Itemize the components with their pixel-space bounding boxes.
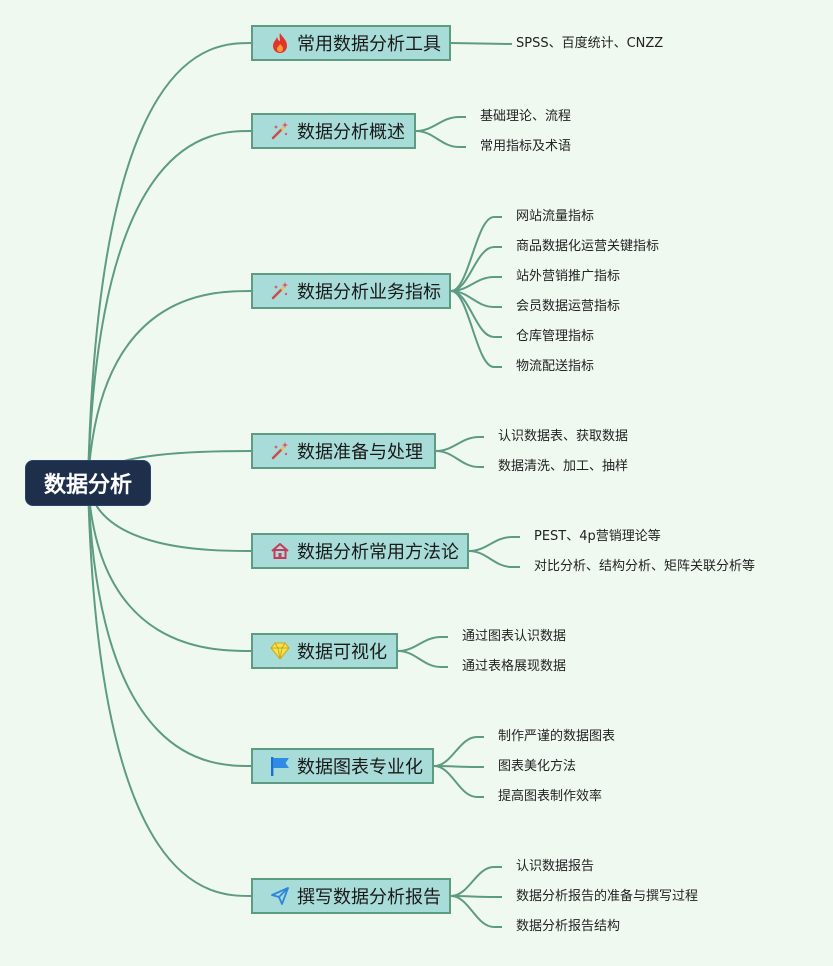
branch-node[interactable]: 撰写数据分析报告 bbox=[251, 878, 451, 914]
leaf-topic[interactable]: 商品数据化运营关键指标 bbox=[516, 239, 660, 254]
leaf-connector bbox=[450, 290, 502, 338]
root-connector bbox=[87, 482, 252, 897]
branch-label: 撰写数据分析报告 bbox=[297, 887, 441, 908]
paper-plane-icon bbox=[269, 885, 291, 907]
leaf-topic[interactable]: 网站流量指标 bbox=[516, 209, 595, 224]
branch-node[interactable]: 数据可视化 bbox=[251, 633, 398, 669]
leaf-topic[interactable]: PEST、4p营销理论等 bbox=[534, 529, 661, 544]
leaf-connector bbox=[450, 216, 502, 292]
flag-icon bbox=[269, 755, 291, 777]
leaf-topic[interactable]: 通过表格展现数据 bbox=[462, 659, 567, 674]
magic-wand-icon bbox=[269, 440, 291, 462]
leaf-connector bbox=[450, 866, 502, 897]
leaf-connector bbox=[450, 290, 502, 368]
branch-label: 数据分析业务指标 bbox=[297, 282, 441, 303]
leaf-connector bbox=[450, 42, 513, 45]
root-connector bbox=[87, 482, 252, 767]
leaf-topic[interactable]: 常用指标及术语 bbox=[480, 139, 572, 154]
branch-node[interactable]: 数据分析概述 bbox=[251, 113, 416, 149]
root-node[interactable]: 数据分析 bbox=[26, 461, 150, 505]
leaf-topic[interactable]: 制作严谨的数据图表 bbox=[498, 729, 616, 744]
branch-node[interactable]: 数据分析业务指标 bbox=[251, 273, 451, 309]
leaf-topic[interactable]: 数据清洗、加工、抽样 bbox=[498, 459, 629, 474]
leaf-topic[interactable]: 对比分析、结构分析、矩阵关联分析等 bbox=[534, 559, 756, 574]
branch-label: 数据分析概述 bbox=[297, 122, 405, 143]
branch-node[interactable]: 数据分析常用方法论 bbox=[251, 533, 469, 569]
leaf-connector bbox=[450, 246, 502, 292]
leaf-topic[interactable]: 会员数据运营指标 bbox=[516, 299, 621, 314]
leaf-topic[interactable]: 认识数据表、获取数据 bbox=[498, 429, 629, 444]
leaf-topic[interactable]: 提高图表制作效率 bbox=[498, 789, 603, 804]
branch-label: 常用数据分析工具 bbox=[297, 34, 441, 55]
leaf-connector bbox=[433, 736, 484, 767]
branch-label: 数据可视化 bbox=[297, 642, 387, 663]
flame-icon bbox=[269, 32, 291, 54]
leaf-connector bbox=[450, 895, 502, 928]
leaf-topic[interactable]: 站外营销推广指标 bbox=[516, 269, 621, 284]
branch-label: 数据图表专业化 bbox=[297, 757, 423, 778]
leaf-connector bbox=[468, 536, 520, 552]
leaf-topic[interactable]: 基础理论、流程 bbox=[480, 109, 572, 124]
root-connector bbox=[87, 290, 252, 484]
magic-wand-icon bbox=[269, 120, 291, 142]
gem-icon bbox=[269, 640, 291, 662]
branch-node[interactable]: 常用数据分析工具 bbox=[251, 25, 451, 61]
root-connector bbox=[87, 130, 252, 484]
root-connector bbox=[87, 482, 252, 652]
branch-node[interactable]: 数据图表专业化 bbox=[251, 748, 434, 784]
leaf-connector bbox=[468, 550, 520, 568]
leaf-connector bbox=[450, 895, 502, 898]
leaf-topic[interactable]: 图表美化方法 bbox=[498, 759, 577, 774]
leaf-topic[interactable]: 物流配送指标 bbox=[516, 359, 595, 374]
branch-node[interactable]: 数据准备与处理 bbox=[251, 433, 436, 469]
leaf-connector bbox=[435, 436, 484, 452]
leaf-connector bbox=[397, 636, 448, 652]
leaf-topic[interactable]: 数据分析报告结构 bbox=[516, 919, 621, 934]
root-connector bbox=[87, 42, 252, 484]
magic-wand-icon bbox=[269, 280, 291, 302]
branch-label: 数据准备与处理 bbox=[297, 442, 423, 463]
house-icon bbox=[269, 540, 291, 562]
leaf-connector bbox=[415, 130, 466, 148]
leaf-topic[interactable]: 数据分析报告的准备与撰写过程 bbox=[516, 889, 699, 904]
leaf-connector bbox=[435, 450, 484, 468]
leaf-connector bbox=[433, 765, 484, 798]
leaf-topic[interactable]: 认识数据报告 bbox=[516, 859, 595, 874]
leaf-topic[interactable]: 通过图表认识数据 bbox=[462, 629, 567, 644]
branch-label: 数据分析常用方法论 bbox=[297, 542, 459, 563]
leaf-topic[interactable]: 仓库管理指标 bbox=[516, 329, 595, 344]
leaf-connector bbox=[415, 116, 466, 132]
leaf-connector bbox=[397, 650, 448, 668]
leaf-topic[interactable]: SPSS、百度统计、CNZZ bbox=[516, 36, 664, 51]
